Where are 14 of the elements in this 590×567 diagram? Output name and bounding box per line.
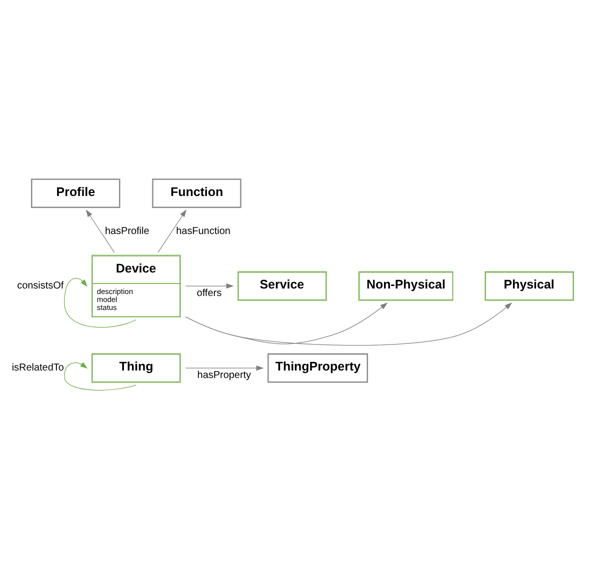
arrow bbox=[185, 302, 388, 344]
edge-label: offers bbox=[196, 288, 222, 299]
arrow bbox=[64, 278, 136, 328]
edge-label: hasProfile bbox=[104, 226, 150, 237]
arrow bbox=[185, 283, 234, 289]
arrow bbox=[185, 302, 512, 346]
arrow bbox=[64, 362, 136, 391]
edge-label: consistsOf bbox=[17, 280, 64, 292]
edge-label: isRelatedTo bbox=[12, 362, 64, 374]
arrow bbox=[185, 365, 264, 371]
arrow bbox=[158, 209, 186, 253]
edge-label: hasProperty bbox=[197, 370, 252, 381]
arrow bbox=[86, 209, 115, 253]
edge-label: hasFunction bbox=[176, 226, 230, 237]
